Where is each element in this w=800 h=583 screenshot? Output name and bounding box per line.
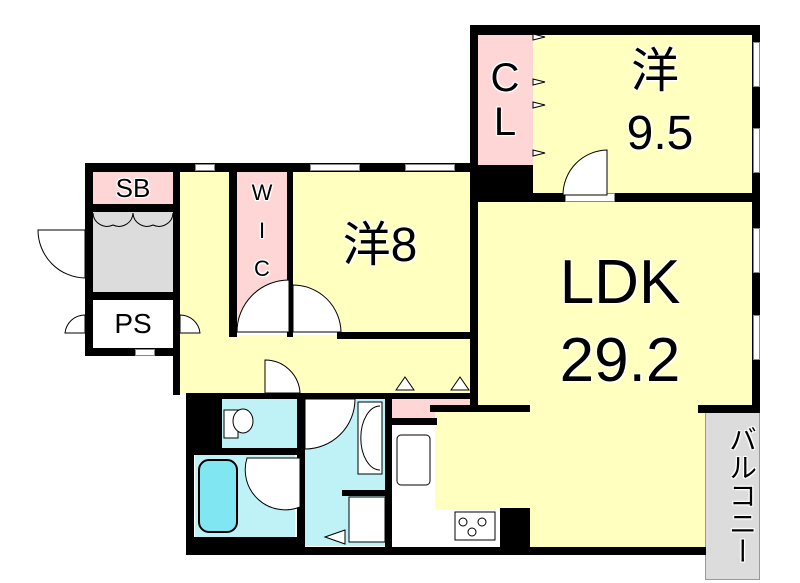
label-balcony: バルコニー: [726, 425, 757, 565]
wall: [93, 204, 173, 212]
label-western-room-9-5: 洋: [630, 45, 679, 98]
hallway-lower: [180, 335, 478, 393]
wall: [500, 508, 530, 548]
size-western-room-9-5: 9.5: [626, 107, 694, 160]
wall: [478, 165, 533, 195]
kitchen-counter-area: [435, 412, 527, 510]
wall: [752, 25, 760, 410]
label-wic-c: C: [254, 256, 270, 281]
size-ldk: 29.2: [559, 326, 681, 395]
western-room-9-5: [533, 35, 753, 195]
label-western-room-8: 洋8: [342, 219, 418, 272]
label-shoe-box: SB: [115, 173, 151, 203]
wall: [173, 163, 180, 395]
closet-cl: [478, 35, 533, 165]
wall: [470, 193, 760, 202]
pipe-space: [93, 300, 173, 348]
wall: [470, 25, 760, 35]
label-ldk: LDK: [559, 248, 681, 317]
window: [753, 228, 760, 273]
wall: [85, 163, 475, 172]
wall: [698, 405, 760, 413]
window: [405, 164, 455, 171]
wall: [430, 405, 530, 412]
wall: [229, 172, 237, 337]
label-closet-l: L: [493, 100, 517, 144]
wall: [392, 418, 437, 425]
wall: [470, 25, 478, 205]
window: [753, 128, 760, 173]
window: [135, 349, 155, 356]
wall: [342, 490, 387, 496]
wall: [287, 172, 293, 337]
wall: [470, 193, 478, 408]
label-pipe-space: PS: [114, 308, 152, 339]
shoe-box: [93, 172, 173, 204]
wall: [186, 393, 194, 555]
balcony: [705, 410, 760, 580]
label-wic-i: I: [258, 218, 266, 243]
wall: [186, 547, 706, 555]
wall: [85, 348, 180, 356]
wall: [297, 399, 305, 549]
wall: [186, 393, 476, 399]
window: [310, 164, 360, 171]
window: [753, 42, 760, 87]
wall: [337, 332, 472, 339]
wall: [194, 448, 304, 455]
window: [753, 315, 760, 360]
wall: [93, 292, 173, 300]
window: [195, 164, 215, 171]
entrance: [93, 212, 173, 292]
label-wic-w: W: [251, 180, 273, 205]
wall: [85, 163, 93, 356]
wall: [194, 399, 222, 449]
wall: [385, 399, 392, 549]
label-closet-c: C: [490, 56, 520, 100]
